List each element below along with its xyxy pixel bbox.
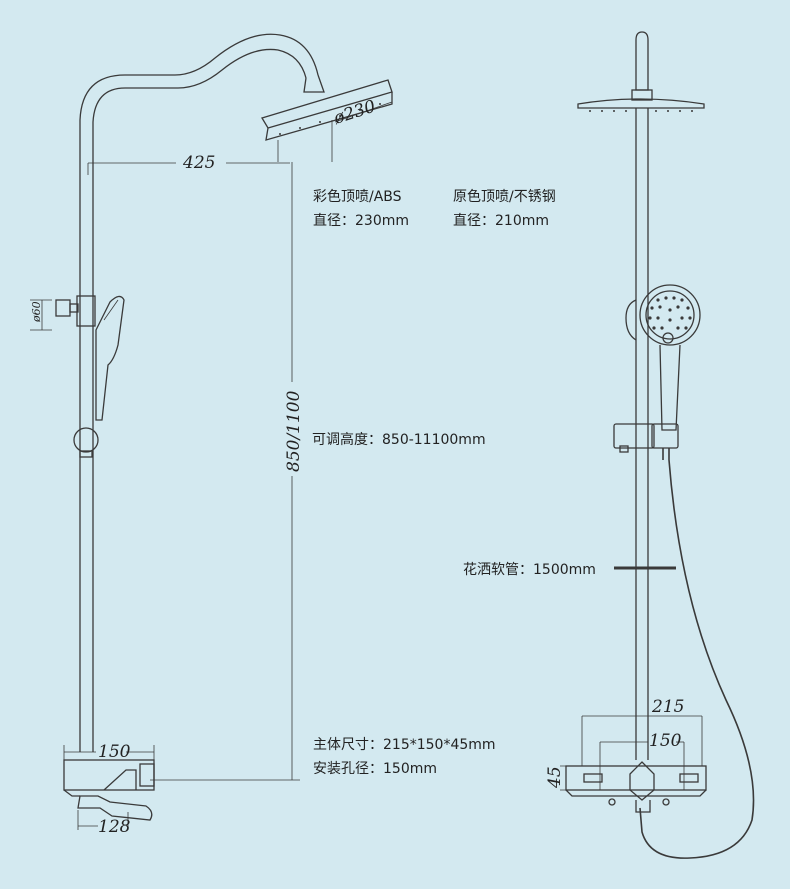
original-head-material: 原色顶喷/不锈钢: [453, 189, 556, 205]
head-diameter-dim: ø230: [330, 96, 378, 129]
adjustable-height-note: 可调高度：850-11100mm: [312, 432, 486, 448]
head-nozzles-side: [279, 103, 381, 135]
mixer-depth-dim: 45: [545, 766, 565, 789]
mixer-width-right-dim: 215: [651, 697, 684, 717]
front-view-shower: [560, 31, 755, 859]
spray-nozzles: [648, 296, 692, 330]
color-head-diameter: 直径：230mm: [313, 213, 409, 229]
hose-length-note: 花洒软管：1500mm: [463, 562, 596, 578]
color-head-material: 彩色顶喷/ABS: [313, 189, 402, 205]
body-size-note: 主体尺寸：215*150*45mm: [313, 737, 496, 753]
original-head-diameter: 直径：210mm: [453, 213, 549, 229]
arm-reach-dim: 425: [182, 153, 215, 173]
side-view-shower: [30, 33, 393, 830]
head-nozzles-front: [589, 110, 693, 112]
spout-length-dim: 128: [98, 817, 131, 837]
mixer-width-left-dim: 150: [98, 742, 131, 762]
height-range-dim: 850/1100: [284, 390, 304, 472]
hole-spacing-dim: 150: [649, 731, 682, 751]
bracket-diameter-dim: ø60: [30, 301, 43, 323]
mount-hole-note: 安装孔径：150mm: [313, 761, 437, 777]
